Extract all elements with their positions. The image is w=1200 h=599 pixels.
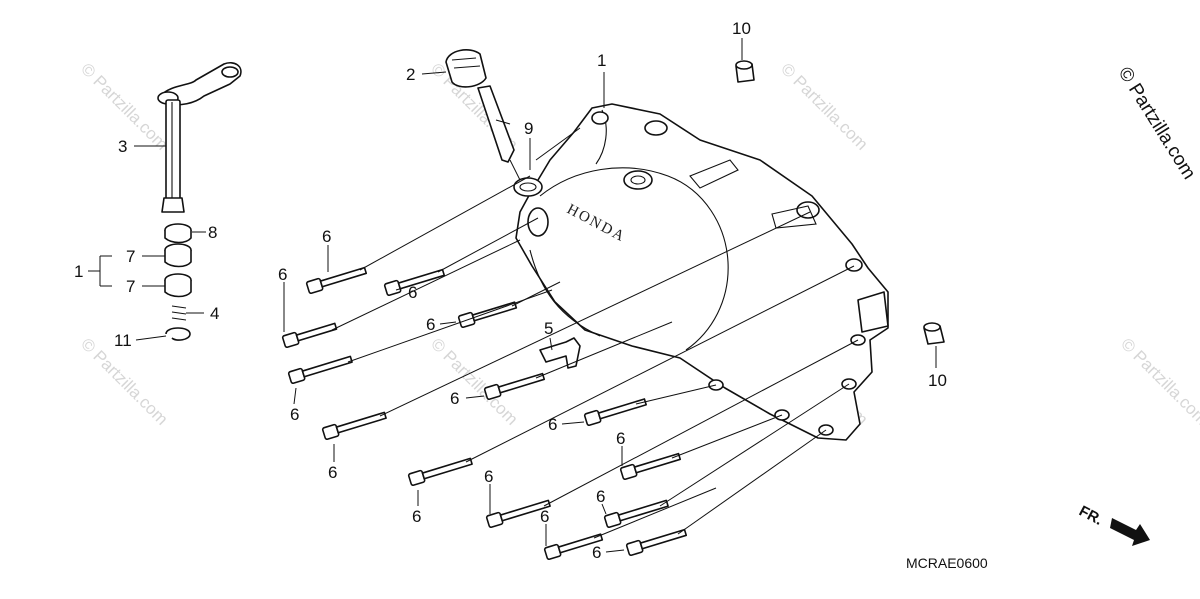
callout-9: 9 xyxy=(524,119,533,138)
bolt[interactable] xyxy=(603,498,669,529)
callout-6: 6 xyxy=(412,507,421,526)
callout-3: 3 xyxy=(118,137,127,156)
callout-6: 6 xyxy=(596,487,605,506)
callout-7-lower: 7 xyxy=(126,277,135,296)
callout-leaders xyxy=(88,38,937,553)
front-label: FR. xyxy=(1076,503,1105,529)
clamp[interactable] xyxy=(539,337,581,369)
watermark-dark: © Partzilla.com xyxy=(1114,64,1200,184)
bolt[interactable] xyxy=(287,354,353,385)
oil-dipstick[interactable] xyxy=(445,49,515,163)
bolt[interactable] xyxy=(483,371,546,401)
bolt[interactable] xyxy=(321,410,387,441)
front-arrow-icon xyxy=(1110,518,1150,546)
callout-6: 6 xyxy=(328,463,337,482)
callout-4: 4 xyxy=(210,304,219,323)
bolt[interactable] xyxy=(407,456,473,487)
bolt[interactable] xyxy=(457,299,518,329)
callout-6: 6 xyxy=(616,429,625,448)
watermark: © Partzilla.com xyxy=(777,59,871,153)
watermark: © Partzilla.com xyxy=(1117,334,1200,428)
callout-6: 6 xyxy=(540,507,549,526)
shift-arm-assembly[interactable] xyxy=(157,61,242,213)
front-direction-indicator: FR. xyxy=(1076,503,1150,546)
diagram-code: MCRAE0600 xyxy=(906,555,988,571)
dowel-pin[interactable] xyxy=(735,60,755,83)
callout-6: 6 xyxy=(426,315,435,334)
bolt[interactable] xyxy=(543,531,604,561)
bolt[interactable] xyxy=(281,320,338,349)
bolt[interactable] xyxy=(625,527,688,557)
callout-6: 6 xyxy=(278,265,287,284)
callout-2: 2 xyxy=(406,65,415,84)
callout-6: 6 xyxy=(322,227,331,246)
callout-8: 8 xyxy=(208,223,217,242)
callout-5: 5 xyxy=(544,319,553,338)
callout-1-kit: 1 xyxy=(74,262,83,281)
callout-6: 6 xyxy=(450,389,459,408)
assembly-guide-lines xyxy=(331,127,859,539)
bolt[interactable] xyxy=(619,451,682,481)
crankcase-cover[interactable]: HONDA xyxy=(515,103,889,441)
callout-6: 6 xyxy=(484,467,493,486)
spring[interactable] xyxy=(171,305,187,321)
circlip[interactable] xyxy=(165,327,191,341)
callout-7-upper: 7 xyxy=(126,247,135,266)
bearing[interactable] xyxy=(164,273,192,298)
bolt[interactable] xyxy=(305,265,368,295)
callout-6: 6 xyxy=(548,415,557,434)
bolt[interactable] xyxy=(383,267,446,297)
watermark: © Partzilla.com xyxy=(427,334,521,428)
seal[interactable] xyxy=(164,223,192,244)
o-ring[interactable] xyxy=(513,177,543,197)
callout-11: 11 xyxy=(114,331,132,350)
callout-1-cover: 1 xyxy=(597,51,606,70)
callout-6: 6 xyxy=(290,405,299,424)
callout-labels: 1 1 2 3 4 5 7 7 8 9 10 10 11 6 6 6 6 6 6… xyxy=(74,19,947,562)
callout-10-right: 10 xyxy=(928,371,947,390)
bolts[interactable] xyxy=(281,265,688,561)
dowel-pin[interactable] xyxy=(923,322,945,345)
bolt[interactable] xyxy=(583,396,647,427)
bearing[interactable] xyxy=(164,243,192,268)
callout-6: 6 xyxy=(592,543,601,562)
callout-6: 6 xyxy=(408,283,417,302)
callout-10-top: 10 xyxy=(732,19,751,38)
